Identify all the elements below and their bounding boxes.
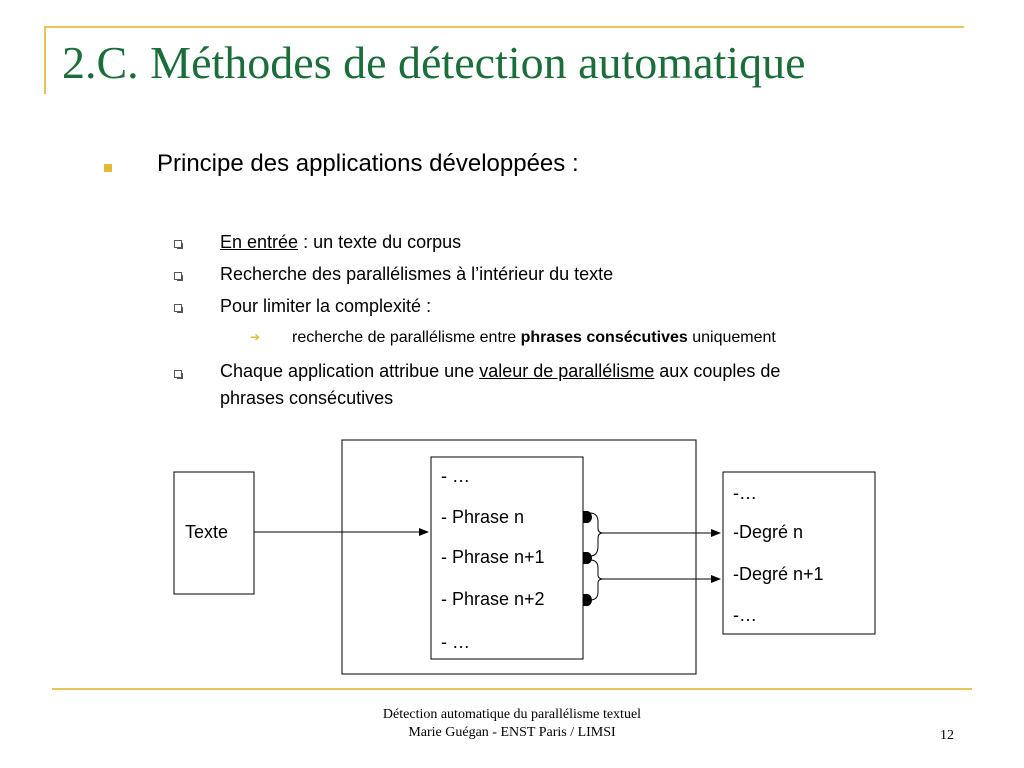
- footer-rule: [52, 688, 972, 690]
- main-bullet-text: Principe des applications développées :: [157, 150, 579, 177]
- valeur-parallelisme: valeur de parallélisme: [479, 361, 655, 381]
- output-item: -…: [733, 605, 757, 625]
- hollow-square-bullet-icon: [174, 272, 183, 281]
- chaque-text-b: aux couples de: [654, 361, 781, 381]
- page-number: 12: [940, 728, 954, 743]
- phrase-item: - Phrase n: [441, 507, 525, 527]
- limiter-bullet: Pour limiter la complexité :: [220, 296, 432, 316]
- footer: Détection automatique du parallélisme te…: [0, 706, 1024, 742]
- phrase-item: - Phrase n+2: [441, 589, 545, 609]
- arrow-text-b: uniquement: [687, 329, 776, 346]
- output-box: [722, 471, 876, 635]
- top-rule: [44, 26, 964, 28]
- phrase-item: - …: [441, 466, 470, 486]
- phrase-marker: [583, 511, 592, 523]
- entree-rest: : un texte du corpus: [298, 232, 462, 252]
- chaque-line2: phrases consécutives: [220, 388, 394, 408]
- left-rule: [44, 26, 46, 94]
- footer-line1: Détection automatique du parallélisme te…: [382, 707, 642, 722]
- arrow-right-icon: ➔: [250, 330, 261, 344]
- output-item: -…: [733, 483, 757, 503]
- input-box: [173, 471, 255, 595]
- chaque-bullet: Chaque application attribue une valeur d…: [220, 361, 780, 382]
- arrow-text-bold: phrases consécutives: [520, 329, 688, 346]
- recherche-bullet: Recherche des parallélismes à l’intérieu…: [220, 264, 614, 284]
- chaque-text-a: Chaque application attribue une: [220, 361, 480, 381]
- phrases-box: [430, 456, 584, 660]
- phrase-item: - …: [441, 632, 470, 652]
- hollow-square-bullet-icon: [174, 304, 183, 313]
- input-label: Texte: [185, 522, 229, 542]
- footer-line2: Marie Guégan - ENST Paris / LIMSI: [408, 725, 616, 740]
- phrase-marker: [583, 552, 592, 564]
- output-item: -Degré n: [733, 522, 804, 542]
- output-item: -Degré n+1: [733, 564, 824, 584]
- entree-label: En entrée: [220, 232, 299, 252]
- slide-title: 2.C. Méthodes de détection automatique: [62, 37, 806, 88]
- entree-bullet: En entrée : un texte du corpus: [220, 232, 461, 253]
- phrase-item: - Phrase n+1: [441, 547, 545, 567]
- hollow-square-bullet-icon: [174, 370, 183, 379]
- consecutive-bullet: recherche de parallélisme entre phrases …: [292, 329, 776, 347]
- square-bullet-icon: [104, 164, 112, 172]
- phrase-marker: [583, 594, 592, 606]
- hollow-square-bullet-icon: [174, 240, 183, 249]
- arrow-text-a: recherche de parallélisme entre: [292, 329, 521, 346]
